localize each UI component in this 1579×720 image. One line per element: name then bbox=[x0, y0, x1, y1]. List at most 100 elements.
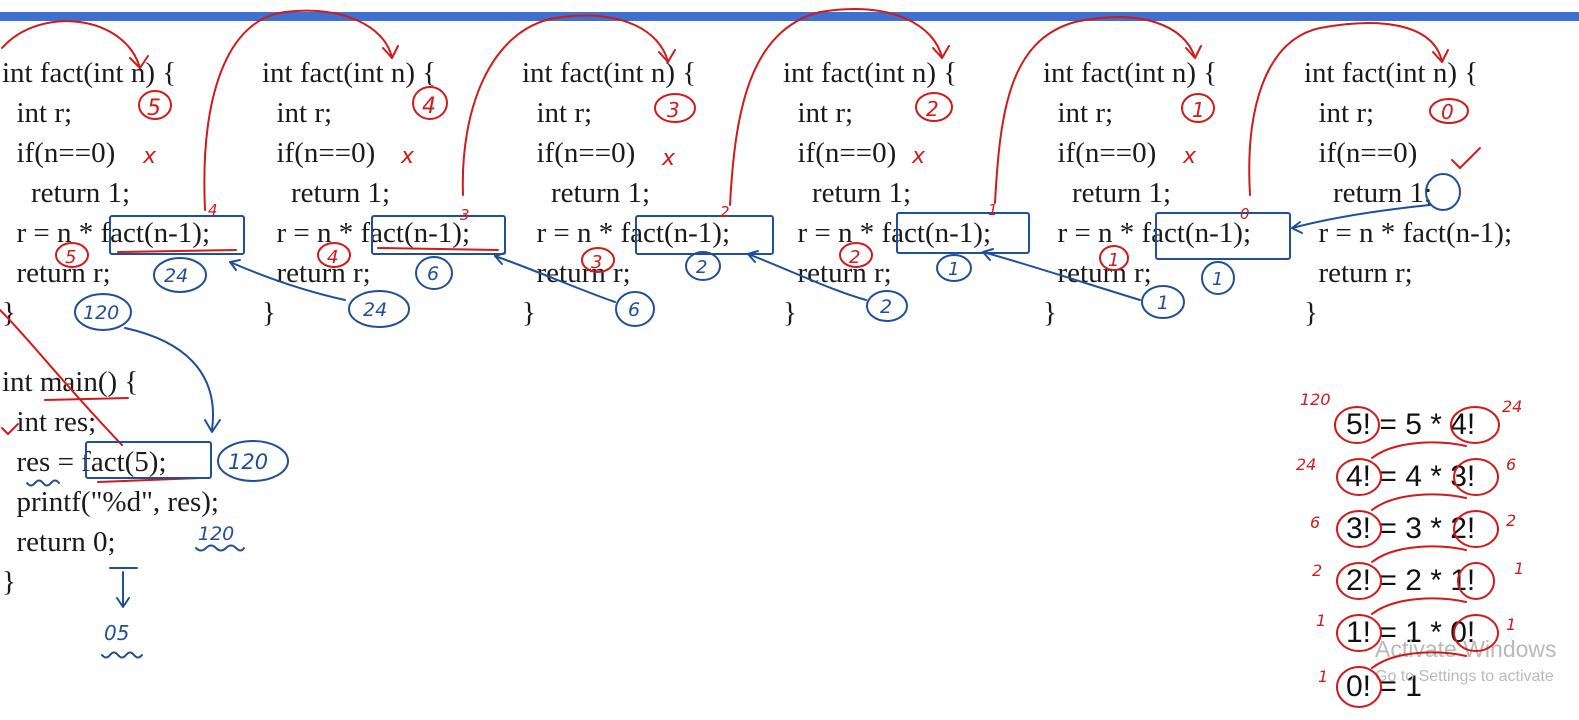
eq-right-value: 2 bbox=[1506, 511, 1516, 530]
arrowhead bbox=[1185, 45, 1202, 59]
arrowhead bbox=[1432, 49, 1449, 63]
return-value-circle bbox=[936, 254, 972, 282]
code-line: } bbox=[522, 297, 536, 329]
code-line: } bbox=[262, 297, 276, 329]
code-line: return r; bbox=[1043, 257, 1152, 289]
equation-circle bbox=[1336, 562, 1382, 600]
arrowhead bbox=[932, 45, 950, 59]
factorial-equation: 5! = 5 * 4! bbox=[1346, 408, 1476, 441]
code-line: int fact(int n) { bbox=[522, 57, 697, 89]
handwritten-n: 0 bbox=[1441, 100, 1454, 124]
equation-circle bbox=[1334, 406, 1380, 444]
call-box bbox=[85, 441, 212, 479]
arrowhead bbox=[129, 55, 149, 69]
call-arg-mark: 0 bbox=[1240, 205, 1250, 223]
code-frame-6: int fact(int n) { int r; if(n==0) return… bbox=[1304, 53, 1512, 333]
code-line: return r; bbox=[1304, 257, 1413, 289]
x-mark: x bbox=[400, 144, 415, 169]
n-value-circle bbox=[1429, 98, 1469, 124]
underline bbox=[44, 397, 129, 401]
call-box bbox=[896, 212, 1030, 254]
eq-left-value: 1 bbox=[1318, 667, 1328, 686]
return-value-circle bbox=[685, 251, 721, 281]
code-line: int r; bbox=[1043, 97, 1114, 129]
squiggle bbox=[101, 651, 143, 659]
check-mark bbox=[1, 423, 19, 435]
n-value-circle bbox=[839, 242, 873, 268]
eq-left-value: 2 bbox=[1312, 561, 1322, 580]
code-line: int fact(int n) { bbox=[1043, 57, 1218, 89]
arrowhead bbox=[204, 419, 221, 433]
call-arrow bbox=[461, 14, 669, 196]
code-line: return r; bbox=[522, 257, 631, 289]
code-line: return 1; bbox=[522, 177, 651, 209]
code-line: printf("%d", res); bbox=[2, 486, 219, 518]
equation-circle bbox=[1453, 510, 1499, 548]
return-value-circle bbox=[217, 440, 289, 482]
eq-left-value: 1 bbox=[1316, 611, 1326, 630]
factorial-equation: 0! = 1 bbox=[1346, 670, 1422, 703]
equation-circle bbox=[1457, 562, 1495, 600]
call-arrow bbox=[994, 16, 1196, 204]
code-line: int r; bbox=[2, 97, 73, 129]
check-mark: ✓ bbox=[1437, 199, 1438, 201]
code-frame-1: int fact(int n) { int r; if(n==0) return… bbox=[2, 53, 210, 333]
call-arg-mark: 1 bbox=[988, 201, 998, 219]
handwritten-n: 1 bbox=[1108, 250, 1119, 271]
code-line: int r; bbox=[522, 97, 593, 129]
handwritten-n: 3 bbox=[591, 252, 602, 273]
factorial-equation: 1! = 1 * 0! bbox=[1346, 616, 1476, 649]
call-box bbox=[635, 215, 774, 255]
code-line: return 0; bbox=[2, 526, 116, 558]
n-value-circle bbox=[581, 247, 615, 273]
handwritten-return: 2 bbox=[880, 296, 892, 318]
eq-right-value: 6 bbox=[1506, 455, 1516, 474]
arrowhead bbox=[658, 49, 676, 63]
return-value-circle bbox=[1201, 261, 1235, 295]
base-case-circle bbox=[1425, 173, 1461, 211]
code-line: int r; bbox=[783, 97, 854, 129]
handwritten-n: 2 bbox=[926, 97, 939, 121]
equation-circle bbox=[1453, 458, 1499, 496]
equation-link bbox=[1371, 441, 1467, 459]
window-title-bar bbox=[0, 12, 1579, 21]
code-line: return r; bbox=[783, 257, 892, 289]
call-arrow bbox=[1248, 22, 1443, 196]
return-value-circle bbox=[1141, 285, 1185, 319]
code-line: if(n==0) bbox=[783, 137, 897, 169]
handwritten-return: 6 bbox=[628, 299, 640, 321]
code-line: return 1; bbox=[262, 177, 391, 209]
x-mark: x bbox=[911, 144, 926, 169]
activation-watermark-subtitle: Go to Settings to activate bbox=[1375, 668, 1554, 685]
code-frame-5: int fact(int n) { int r; if(n==0) return… bbox=[1043, 53, 1251, 333]
arrowhead bbox=[982, 248, 994, 261]
return-value-circle bbox=[153, 257, 207, 293]
main-function-code: int main() { int res; res = fact(5); pri… bbox=[2, 362, 219, 602]
call-box bbox=[1155, 212, 1291, 260]
handwritten-result: 6 bbox=[427, 263, 439, 285]
call-arg-mark: 3 bbox=[460, 206, 470, 224]
n-value-circle bbox=[412, 86, 448, 120]
handwritten-return: 24 bbox=[363, 299, 387, 321]
handwritten-result: 2 bbox=[696, 257, 707, 278]
code-line: return 1; bbox=[1043, 177, 1172, 209]
code-line: return r; bbox=[2, 257, 111, 289]
code-line: } bbox=[2, 297, 16, 329]
call-box bbox=[109, 215, 245, 255]
eq-right-value: 1 bbox=[1514, 559, 1524, 578]
handwritten-result: 1 bbox=[948, 259, 959, 280]
arrowhead bbox=[494, 252, 506, 265]
return-arrow bbox=[124, 327, 215, 431]
n-value-circle bbox=[317, 242, 351, 268]
code-frame-4: int fact(int n) { int r; if(n==0) return… bbox=[783, 53, 991, 333]
equation-circle bbox=[1336, 614, 1382, 652]
call-arrow bbox=[1, 20, 141, 69]
return-arrow bbox=[982, 251, 1141, 301]
handwritten-n: 5 bbox=[147, 96, 161, 121]
call-arg-mark: 4 bbox=[208, 201, 218, 219]
arrowhead bbox=[1291, 221, 1303, 234]
handwritten-n: 4 bbox=[422, 94, 436, 119]
x-mark: x bbox=[1182, 144, 1197, 169]
code-frame-3: int fact(int n) { int r; if(n==0) return… bbox=[522, 53, 730, 333]
code-line: if(n==0) bbox=[1304, 137, 1418, 169]
